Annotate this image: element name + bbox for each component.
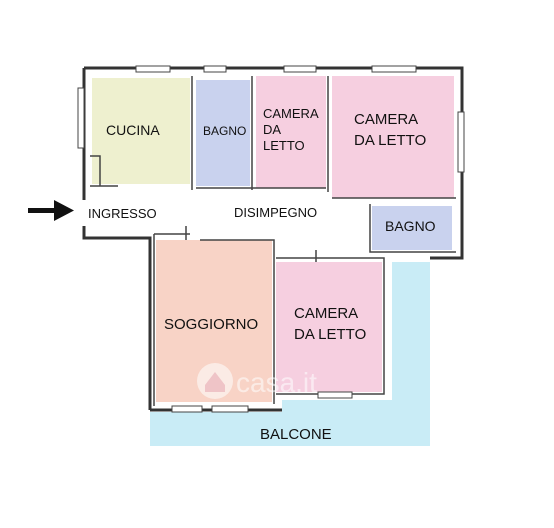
window (135, 65, 171, 73)
label-ingresso: INGRESSO (88, 206, 157, 221)
bagno-right-fill (372, 206, 452, 250)
label-camera1-line1: CAMERA (263, 106, 319, 121)
label-camera3-line2: DA LETTO (294, 326, 366, 343)
camera1-fill (256, 76, 326, 188)
bagno-small-fill (196, 80, 250, 186)
house-logo-icon (197, 363, 233, 399)
window (211, 405, 249, 413)
label-soggiorno: SOGGIORNO (164, 316, 258, 333)
balcone-fill (150, 262, 430, 446)
label-disimpegno: DISIMPEGNO (234, 205, 317, 220)
window (171, 405, 203, 413)
label-camera1-line2: DA (263, 122, 281, 137)
watermark-text: casa.it (236, 367, 317, 398)
label-cucina: CUCINA (106, 122, 160, 138)
label-bagno-right: BAGNO (385, 218, 436, 234)
label-bagno-small: BAGNO (203, 124, 246, 138)
label-camera2-line2: DA LETTO (354, 132, 426, 149)
interior-walls (90, 76, 456, 406)
label-camera3-line1: CAMERA (294, 305, 358, 322)
window (203, 65, 227, 73)
window (77, 87, 85, 149)
camera2-fill (332, 76, 454, 198)
window (317, 391, 353, 399)
window (457, 111, 465, 173)
arrow-right-icon (28, 200, 74, 221)
label-camera1-line3: LETTO (263, 138, 305, 153)
window (371, 65, 417, 73)
label-camera2-line1: CAMERA (354, 111, 418, 128)
window (283, 65, 317, 73)
camera3-fill (276, 262, 382, 392)
cucina-fill (92, 78, 190, 184)
label-balcone: BALCONE (260, 426, 332, 443)
